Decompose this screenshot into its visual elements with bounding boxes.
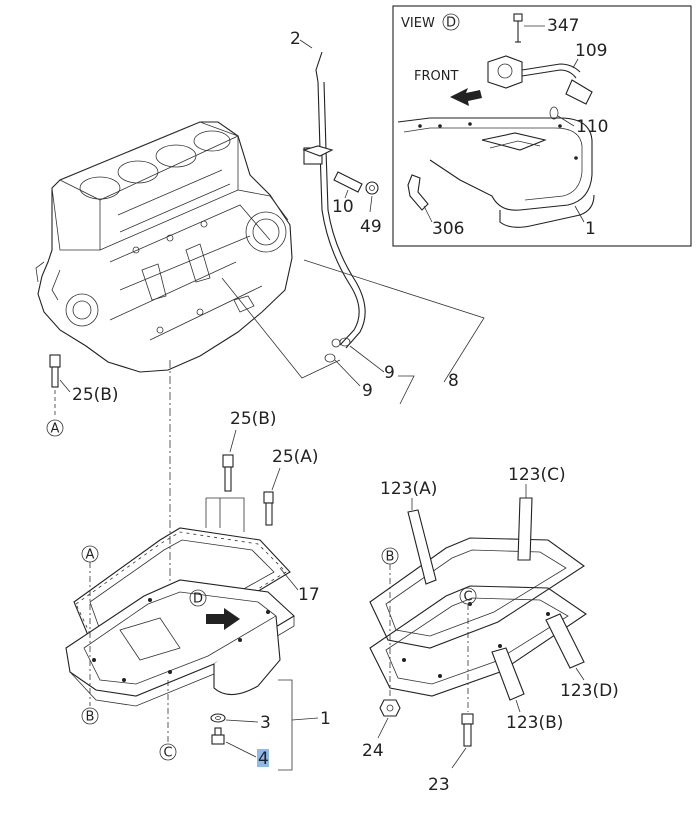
callout-4[interactable]: 4 xyxy=(258,749,269,769)
bracket-306 xyxy=(407,174,429,211)
ref-c-pan: C xyxy=(163,746,172,761)
callout-4-highlight xyxy=(257,749,269,767)
callout-24: 24 xyxy=(362,741,384,761)
inset-view-ref-circle xyxy=(442,13,460,31)
inset-pan-rim xyxy=(397,117,593,211)
callout-25b-pan: 25(B) xyxy=(230,409,277,429)
stud-25b-block: 25(B) A xyxy=(46,354,119,437)
strip-123c xyxy=(517,497,533,561)
oil-pan-left: D 17 A B C 3 4 1 xyxy=(65,527,331,771)
callout-347: 347 xyxy=(547,16,579,36)
dipstick-assembly: 2 10 49 9 9 8 xyxy=(221,29,485,405)
callout-123a: 123(A) xyxy=(380,479,437,499)
callout-8: 8 xyxy=(448,371,459,391)
sensor-109 xyxy=(487,55,523,89)
strip-123d xyxy=(545,613,585,669)
callout-25a-pan: 25(A) xyxy=(272,447,319,467)
view-d-arrow-icon xyxy=(206,608,240,630)
callout-25b-block: 25(B) xyxy=(72,385,119,405)
callout-3: 3 xyxy=(260,713,271,733)
ref-a-pan: A xyxy=(86,548,95,563)
strip-123b xyxy=(491,647,525,701)
callout-110: 110 xyxy=(576,117,608,137)
studs-pan: 25(B) 25(A) xyxy=(205,409,319,532)
washer-3 xyxy=(210,713,226,723)
o-ring-110 xyxy=(549,106,559,120)
ref-a-block: A xyxy=(51,422,60,437)
ref-b-pan: B xyxy=(86,710,95,725)
inset-view-label: VIEW xyxy=(401,16,435,31)
callout-2: 2 xyxy=(290,29,301,49)
callout-1-inset: 1 xyxy=(585,219,596,239)
callout-10: 10 xyxy=(332,197,354,217)
bolt-10 xyxy=(333,171,363,193)
strip-123a xyxy=(407,509,437,585)
inset-view-d: VIEW D FRONT 347 xyxy=(392,5,692,247)
callout-9-a: 9 xyxy=(384,363,395,383)
cylinder-block-outline xyxy=(37,121,293,373)
callout-17: 17 xyxy=(298,585,320,605)
oil-pan-sump xyxy=(213,615,281,696)
callout-1: 1 xyxy=(320,709,331,729)
ref-c-gasket: C xyxy=(463,590,472,605)
nut-49 xyxy=(365,181,379,195)
callout-23: 23 xyxy=(428,775,450,795)
inset-view-letter: D xyxy=(446,16,456,31)
ref-d-pan: D xyxy=(193,592,203,607)
inset-frame xyxy=(392,5,692,247)
drain-plug-4 xyxy=(211,734,225,745)
callout-49: 49 xyxy=(360,217,382,237)
callout-306: 306 xyxy=(432,219,464,239)
upper-gasket xyxy=(369,537,585,649)
front-label: FRONT xyxy=(414,69,458,84)
callout-123d: 123(D) xyxy=(560,681,619,701)
engine-block xyxy=(35,121,293,373)
ref-b-gasket: B xyxy=(386,550,395,565)
nut-24 xyxy=(379,699,401,717)
stud-23 xyxy=(461,713,474,725)
callout-109: 109 xyxy=(575,41,607,61)
lower-gasket xyxy=(369,585,587,697)
callout-9-b: 9 xyxy=(362,381,373,401)
callout-123c: 123(C) xyxy=(508,465,566,485)
gasket-set-right: 123(A) 123(C) 123(D) 123(B) B C 24 23 xyxy=(362,465,619,795)
front-arrow-icon xyxy=(450,88,482,106)
callout-123b: 123(B) xyxy=(506,713,563,733)
